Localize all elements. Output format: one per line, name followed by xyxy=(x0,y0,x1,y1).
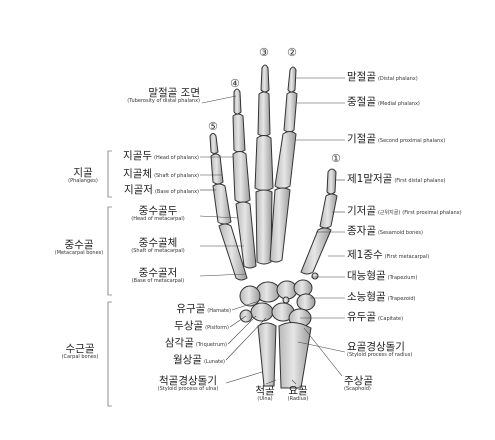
finger-number-5: ⑤ xyxy=(208,120,218,133)
label-ulna: 척골 (Ulna) xyxy=(250,386,280,402)
label-radius: 요골 (Radius) xyxy=(282,386,314,402)
finger-number-3: ③ xyxy=(259,46,269,59)
label-shaft-metacarpal: 중수골체 (Shaft of metacarpal) xyxy=(118,238,198,254)
label-triquetrum: 삼각골 (Triquetrum) xyxy=(165,338,227,349)
label-hamate: 유구골 (Hamate) xyxy=(176,304,231,315)
label-radius-styloid: 요골경상돌기 (Styloid process of radius) xyxy=(347,342,412,358)
label-first-proximal: 기저골 (근위지골) (First proximal phalanx) xyxy=(347,206,462,217)
label-ulna-styloid: 척골경상돌기 (Styloid process of ulna) xyxy=(148,376,228,392)
label-trapezium: 대능형골 (Trapezium) xyxy=(347,271,417,282)
label-phalanges: 지골 (Phalanges) xyxy=(58,168,108,184)
label-base-metacarpal: 중수골저 (Base of metacarpal) xyxy=(118,268,198,284)
label-base-phalanx: 지골저 (Base of phalanx) xyxy=(124,185,199,196)
label-trapezoid: 소능형골 (Trapezoid) xyxy=(347,292,415,303)
finger-number-1: ① xyxy=(331,152,341,165)
forearm-bones xyxy=(258,322,311,388)
label-shaft-phalanx: 지골체 (Shaft of phalanx) xyxy=(123,169,199,180)
label-medial-phalanx: 중절골 (Medial phalanx) xyxy=(347,97,420,108)
label-distal-tuberosity: 말절골 조면 (Tuberosity of distal phalanx) xyxy=(127,88,200,104)
label-head-phalanx: 지골두 (Head of phalanx) xyxy=(123,151,199,162)
label-metacarpal-bones: 중수골 (Metacarpal bones) xyxy=(50,240,108,256)
finger-number-4: ④ xyxy=(230,77,240,90)
finger-number-2: ② xyxy=(287,46,297,59)
label-sesamoid: 종자골 (Sesamoid bones) xyxy=(347,226,423,237)
label-first-metacarpal: 제1중수 (First metacarpal) xyxy=(347,250,429,261)
label-pisiform: 두상골 (Pisiform) xyxy=(174,321,229,332)
thumb-bones xyxy=(301,169,337,274)
label-head-metacarpal: 중수골두 (Head of metacarpal) xyxy=(118,206,198,222)
finger-4-bones xyxy=(233,89,256,268)
label-distal-phalanx: 말절골 (Distal phalanx) xyxy=(347,72,418,83)
label-carpal-bones: 수근골 (Carpal bones) xyxy=(52,344,108,360)
label-first-distal: 제1말저골 (First distal phalanx) xyxy=(347,174,446,185)
label-second-proximal: 기절골 (Second proximal phalanx) xyxy=(347,134,445,145)
finger-3-bones xyxy=(255,65,273,264)
label-capitate: 유두골 (Capitate) xyxy=(347,312,403,323)
label-scaphoid: 주상골 (Scaphoid) xyxy=(344,376,373,392)
label-lunate: 월상골 (Lunate) xyxy=(173,355,225,366)
carpal-bones xyxy=(240,273,318,327)
finger-2-bones xyxy=(270,67,297,262)
